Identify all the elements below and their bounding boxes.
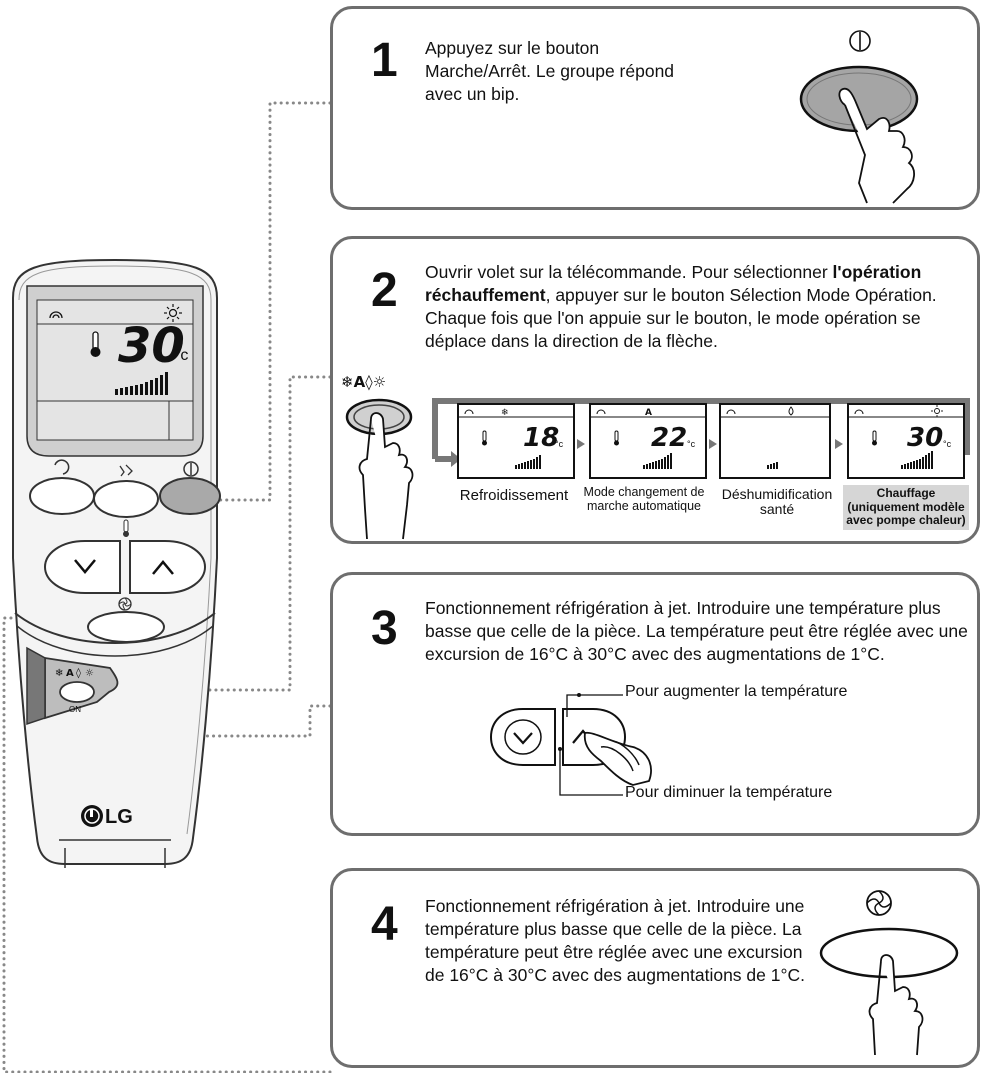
mode-lcd-4-temp: 30 — [907, 423, 944, 453]
callout-decrease-temp: Pour diminuer la température — [625, 784, 833, 801]
callout-increase-temp: Pour augmenter la température — [625, 683, 848, 700]
step-2-text-bold: l'opération réchauffement — [425, 262, 922, 305]
remote-display-temp: 30 — [118, 318, 185, 374]
power-button-illustration — [799, 30, 919, 204]
step-2-text-start: Ouvrir volet sur la télécommande. Pour s… — [425, 262, 833, 282]
remote-brand-logo: LG — [105, 806, 133, 828]
mode-caption-deshum-line2: santé — [759, 501, 795, 517]
mode-caption-refroidissement: Refroidissement — [459, 487, 569, 504]
mode-caption-chauffage-line2: (uniquement modèle — [847, 499, 965, 514]
mode-caption-auto-line1: Mode changement de — [583, 485, 705, 499]
step-2-text-end: , appuyer sur le bouton Sélection Mode O… — [425, 285, 937, 351]
step-3-text: Fonctionnement réfrigération à jet. Intr… — [425, 598, 968, 664]
svg-text:◊: ◊ — [76, 667, 81, 679]
mode-icons-row: ❄A◊☼ — [341, 373, 387, 391]
svg-text:❄: ❄ — [501, 408, 509, 418]
svg-text:❄: ❄ — [55, 668, 63, 679]
svg-text:☼: ☼ — [85, 668, 94, 679]
step-1-panel: 1 Appuyez sur le bouton Marche/Arrêt. Le… — [330, 6, 980, 210]
mode-lcd-1-temp: 18 — [523, 423, 560, 453]
flow-arrow-3 — [835, 439, 843, 449]
fan-button-illustration — [819, 890, 959, 1056]
mode-button-illustration — [345, 398, 414, 540]
mode-lcd-2-unit: °c — [687, 439, 696, 449]
mode-lcd-1-unit: °c — [555, 439, 564, 449]
flow-arrow-2 — [709, 439, 717, 449]
svg-text:A: A — [645, 408, 652, 418]
step-3-number: 3 — [371, 602, 398, 655]
svg-text:A: A — [66, 668, 74, 679]
mode-caption-deshum-line1: Déshumidification — [721, 486, 833, 502]
step-2-text: Ouvrir volet sur la télécommande. Pour s… — [425, 261, 975, 353]
step-1-number: 1 — [371, 34, 398, 87]
remote-display-unit: °c — [174, 347, 189, 364]
mode-caption-chauffage: Chauffage (uniquement modèle avec pompe … — [843, 485, 969, 530]
mode-caption-chauffage-line3: avec pompe chaleur) — [846, 513, 966, 527]
step-4-text: Fonctionnement réfrigération à jet. Intr… — [425, 896, 805, 985]
remote-on-label: ON — [69, 705, 81, 714]
mode-caption-chauffage-line1: Chauffage — [876, 486, 936, 500]
mode-lcd-4-unit: °c — [943, 439, 952, 449]
mode-lcd-1: ❄ — [457, 403, 575, 479]
step-4-number: 4 — [371, 898, 398, 951]
mode-lcd-2-temp: 22 — [651, 423, 688, 453]
mode-caption-auto: Mode changement de marche automatique — [579, 485, 709, 513]
temperature-buttons-illustration — [489, 693, 652, 796]
step-2-panel: 2 Ouvrir volet sur la télécommande. Pour… — [330, 236, 980, 544]
mode-caption-auto-line2: marche automatique — [587, 499, 701, 513]
step-3-panel: 3 Fonctionnement réfrigération à jet. In… — [330, 572, 980, 836]
mode-cycle-arrow — [432, 398, 970, 467]
step-1-text: Appuyez sur le bouton Marche/Arrêt. Le g… — [425, 38, 675, 104]
mode-lcd-3 — [719, 403, 831, 479]
step-2-number: 2 — [371, 264, 398, 317]
mode-caption-deshumidification: Déshumidification santé — [709, 487, 845, 517]
remote-control: ❄A◊ ☼ ON — [12, 258, 221, 868]
mode-lcd-2: A — [589, 403, 707, 479]
flow-arrow-1 — [577, 439, 585, 449]
step-4-panel: 4 Fonctionnement réfrigération à jet. In… — [330, 868, 980, 1068]
mode-lcd-4 — [847, 403, 965, 479]
